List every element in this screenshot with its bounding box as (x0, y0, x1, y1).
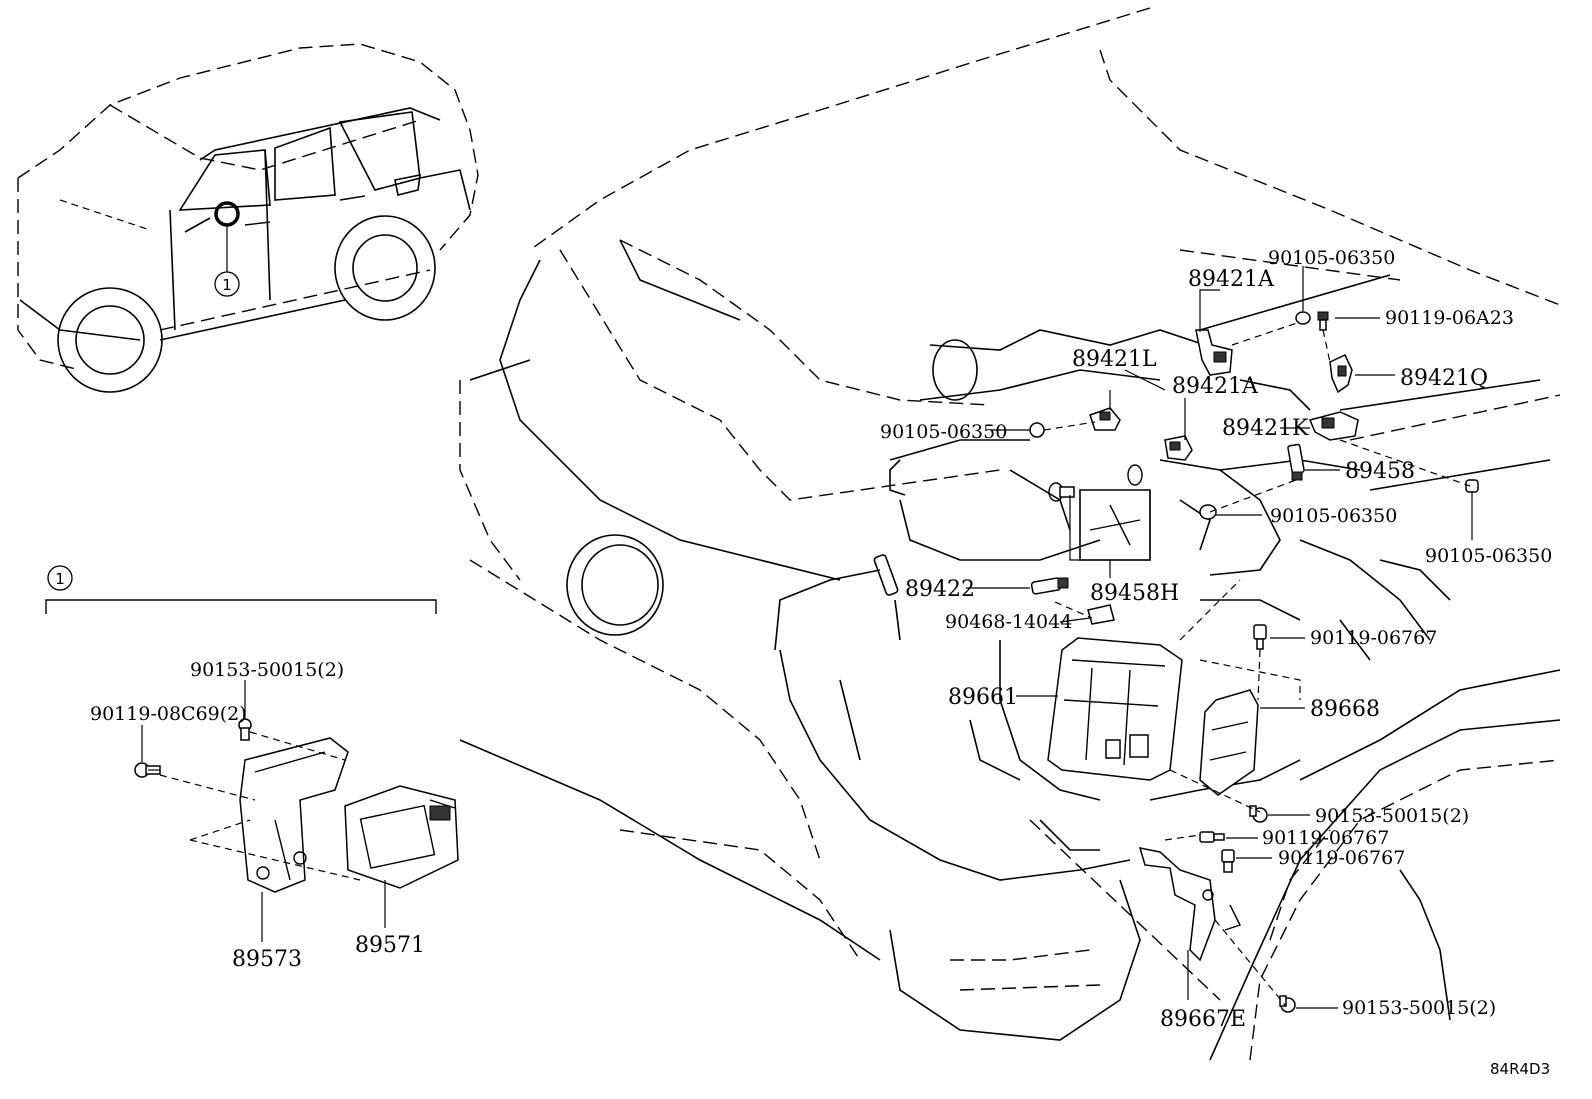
label-89667E: 89667E (1160, 1007, 1246, 1032)
label-89573: 89573 (232, 947, 302, 972)
label-90119-06767-a: 90119-06767 (1310, 627, 1437, 649)
label-90153-50015-a: 90153-50015(2) (1315, 805, 1469, 827)
bolt-90119-06767-c (1221, 849, 1235, 873)
label-89421Q: 89421Q (1400, 366, 1488, 391)
bolt-90119-06A23 (1317, 311, 1329, 331)
vehicle-front-outline (459, 7, 1561, 1061)
vehicle-locator-illustration (17, 43, 479, 393)
bracket-89668 (1199, 689, 1259, 796)
label-90468-14044: 90468-14044 (945, 611, 1072, 633)
label-89421A-top: 89421A (1188, 267, 1275, 292)
nut-90105-06350-top (1295, 311, 1311, 325)
leader-lines (141, 266, 1473, 1009)
nut-90105-06350-left (1029, 422, 1045, 438)
sensor-89421A-top (1195, 329, 1233, 376)
label-90119-06A23: 90119-06A23 (1385, 307, 1514, 329)
svg-text:1: 1 (55, 570, 65, 588)
detail-box: 1 (45, 565, 437, 614)
label-90105-06350-left: 90105-06350 (880, 421, 1007, 443)
bolt-90119-06767-a (1253, 624, 1267, 650)
module-89571 (344, 785, 459, 889)
label-89458: 89458 (1345, 459, 1415, 484)
label-89458H: 89458H (1090, 581, 1179, 606)
oring-89458H (1048, 464, 1143, 502)
label-90153-50015-b: 90153-50015(2) (190, 659, 344, 681)
label-89421K: 89421K (1222, 416, 1309, 441)
bolt-90153-50015-c (1279, 995, 1296, 1013)
nut-90105-06350-mid (1199, 504, 1217, 520)
bolt-90119-06767-b (1199, 831, 1225, 843)
label-90105-06350-right: 90105-06350 (1425, 545, 1552, 567)
detail-callout-vehicle: 1 (214, 271, 240, 297)
bracket-89573 (159, 731, 361, 893)
label-89422: 89422 (905, 577, 975, 602)
label-90153-50015-c: 90153-50015(2) (1342, 997, 1496, 1019)
sensor-89421Q (1329, 354, 1353, 394)
sensor-89458 (1287, 443, 1305, 481)
clip-90468-14044 (1087, 604, 1115, 625)
svg-text:1: 1 (222, 276, 232, 294)
part-labels: 90105-06350 89421A 90119-06A23 89421L 89… (90, 247, 1552, 1078)
bolt-90105-06350-right (1465, 479, 1479, 493)
label-90105-06350-top: 90105-06350 (1268, 247, 1395, 269)
label-89661: 89661 (948, 685, 1018, 710)
assembly-guide-lines (1043, 321, 1471, 1006)
bolt-90153-50015-detail (238, 718, 252, 741)
ecu-89661 (1047, 637, 1183, 781)
sensor-89421L (1089, 407, 1121, 431)
sensor-89421K (1308, 411, 1359, 441)
label-90119-06767-c: 90119-06767 (1278, 847, 1405, 869)
label-90119-06767-b: 90119-06767 (1262, 827, 1389, 849)
bolt-90153-50015-a (1249, 805, 1268, 823)
label-90105-06350-mid: 90105-06350 (1270, 505, 1397, 527)
bracket-89667E (1138, 847, 1241, 962)
diagram-code: 84R4D3 (1490, 1060, 1550, 1078)
sensor-89422 (1030, 577, 1069, 595)
label-89421L: 89421L (1072, 347, 1157, 372)
label-89571: 89571 (355, 933, 425, 958)
sensor-89421A-mid (1164, 435, 1193, 461)
label-90119-08C69: 90119-08C69(2) (90, 703, 247, 725)
label-89421A-mid: 89421A (1172, 374, 1259, 399)
label-89668: 89668 (1310, 697, 1380, 722)
